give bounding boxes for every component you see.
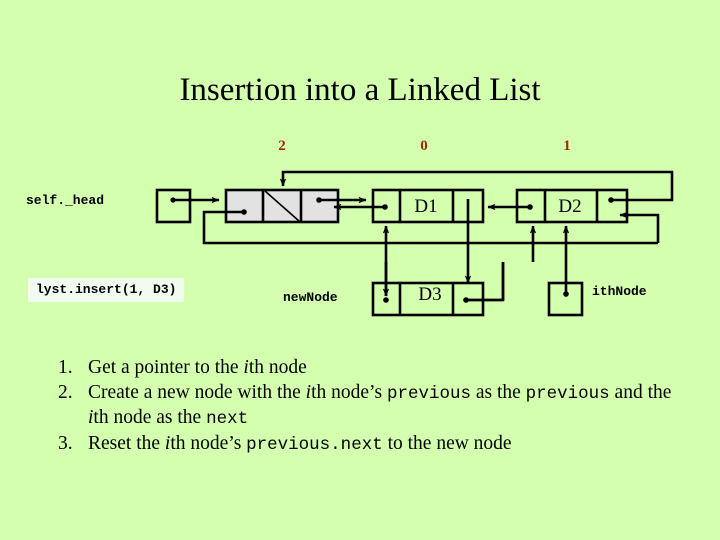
index-label-2: 2	[278, 138, 286, 154]
list-item-3: 3. Reset the ith node’s previous.next to …	[58, 432, 678, 458]
sentinel-prev-dot	[241, 209, 247, 215]
code-next: next	[206, 409, 249, 429]
node-d3-data: D3	[418, 284, 442, 305]
edge-d3-next-bridge	[503, 262, 533, 300]
list-item-1: 1. Get a pointer to the ith node	[58, 356, 678, 381]
node-d1-data: D1	[414, 196, 438, 217]
italic-i: i	[243, 357, 249, 378]
edge-d2-next-to-sentinel	[279, 170, 674, 202]
page-title: Insertion into a Linked List	[179, 72, 541, 108]
d2-prev-dot	[527, 204, 533, 210]
node-d2-data: D2	[558, 196, 582, 217]
head-pointer-box	[155, 188, 192, 224]
ith-node-label: ithNode	[592, 284, 647, 299]
italic-i: i	[88, 407, 94, 428]
index-label-1: 1	[563, 138, 571, 154]
steps-list: 1. Get a pointer to the ith node 2. Create…	[58, 356, 678, 457]
insert-call-label: lyst.insert(1, D3)	[28, 278, 185, 302]
code-previous-next: previous.next	[246, 434, 383, 455]
italic-i: i	[305, 381, 312, 403]
d2-next-dot	[608, 197, 614, 203]
step-1-number: 1.	[58, 357, 73, 378]
edge-d3-next-route	[466, 262, 505, 302]
step-1-text: Get a pointer to the ith node	[88, 357, 307, 378]
step-2-text: Create a new node with the ith node’s pr…	[88, 381, 672, 430]
self-head-label: self._head	[26, 193, 105, 208]
code-previous: previous	[386, 383, 471, 404]
ith-node-pointer-box	[547, 281, 584, 317]
step-3-text: Reset the ith node’s previous.next to th…	[88, 432, 512, 455]
ith-node-dot	[563, 291, 569, 297]
sentinel-node-box	[224, 188, 340, 224]
code-previous: previous	[525, 383, 610, 404]
index-label-0: 0	[420, 138, 428, 154]
sentinel-next-dot	[316, 197, 322, 203]
italic-i: i	[164, 432, 171, 454]
edge-sentinel-prev-to-d2tail	[619, 211, 660, 243]
head-pointer-dot	[170, 197, 176, 203]
d1-prev-dot	[382, 204, 388, 210]
list-item-2: 2. Create a new node with the ith node’s …	[58, 381, 678, 432]
new-node-label: newNode	[283, 290, 338, 305]
step-3-number: 3.	[58, 432, 73, 454]
sentinel-null-slash	[264, 190, 300, 222]
d3-prev-dot	[383, 297, 389, 303]
d3-next-dot	[463, 297, 469, 303]
step-2-number: 2.	[58, 381, 73, 403]
